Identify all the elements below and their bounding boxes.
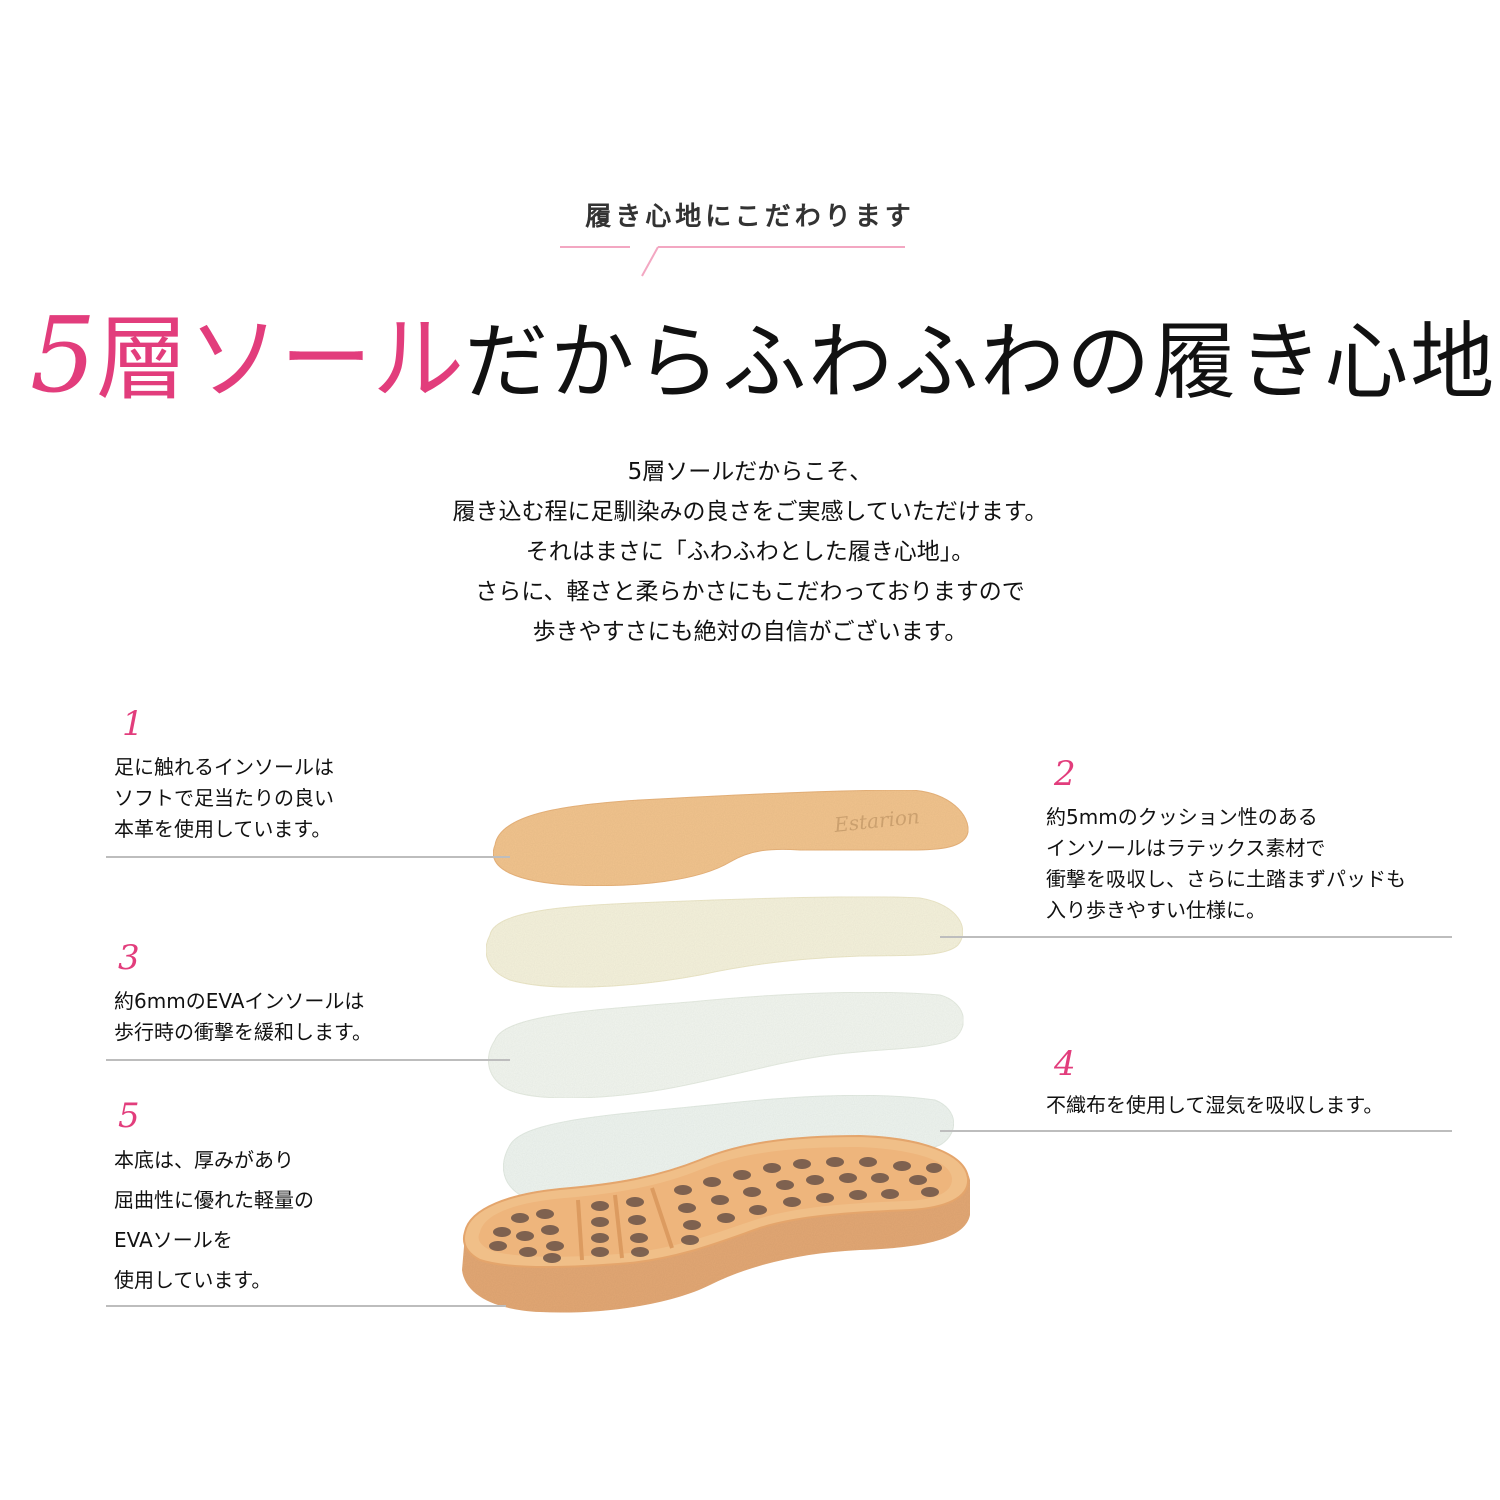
headline-pink: 5層ソール bbox=[30, 300, 465, 413]
layer-5-number: 5 bbox=[118, 1096, 140, 1136]
layer-4-leader-line bbox=[940, 1130, 1452, 1132]
layer-1-line: ソフトで足当たりの良い bbox=[114, 786, 334, 810]
layer-1-description: 足に触れるインソールは ソフトで足当たりの良い 本革を使用しています。 bbox=[114, 752, 334, 845]
layer-5-line: 屈曲性に優れた軽量の bbox=[114, 1188, 314, 1212]
layer-5-eva-outsole bbox=[462, 1134, 970, 1313]
layer-2-line: 約5mmのクッション性のある bbox=[1046, 805, 1318, 829]
layer-2-number: 2 bbox=[1054, 754, 1076, 794]
intro-line: さらに、軽さと柔らかさにもこだわっておりますので bbox=[475, 579, 1025, 605]
layer-3-description: 約6mmのEVAインソールは 歩行時の衝撃を緩和します。 bbox=[114, 986, 372, 1048]
layer-3-number: 3 bbox=[118, 938, 140, 978]
layer-1-number: 1 bbox=[122, 704, 144, 744]
layer-2-line: 入り歩きやすい仕様に。 bbox=[1046, 898, 1266, 922]
layer-2-line: 衝撃を吸収し、さらに土踏まずパッドも bbox=[1046, 867, 1406, 891]
layer-2-latex-cushion bbox=[485, 896, 964, 988]
layer-3-line: 歩行時の衝撃を緩和します。 bbox=[114, 1020, 372, 1044]
layer-2-leader-line bbox=[940, 936, 1452, 938]
layer-1-line: 足に触れるインソールは bbox=[114, 755, 334, 779]
intro-line: それはまさに「ふわふわとした履き心地」。 bbox=[525, 539, 975, 565]
layer-4-description: 不織布を使用して湿気を吸収します。 bbox=[1046, 1090, 1383, 1121]
layer-5-line: 本底は、厚みがあり bbox=[114, 1148, 294, 1172]
intro-paragraph: 5層ソールだからこそ、 履き込む程に足馴染みの良さをご実感していただけます。 そ… bbox=[0, 452, 1500, 652]
layer-5-line: 使用しています。 bbox=[114, 1268, 272, 1292]
layer-5-line: EVAソールを bbox=[114, 1228, 233, 1252]
layer-1-leather-insole: Estarion bbox=[492, 789, 969, 887]
intro-line: 履き込む程に足馴染みの良さをご実感していただけます。 bbox=[452, 499, 1048, 525]
headline-digit: 5 bbox=[30, 294, 97, 416]
sole-diagram-icon: Estarion bbox=[462, 789, 970, 1313]
layer-4-line: 不織布を使用して湿気を吸収します。 bbox=[1046, 1093, 1384, 1117]
eyebrow-title: 履き心地にこだわります bbox=[585, 202, 915, 232]
layer-5-leader-line bbox=[106, 1305, 506, 1307]
layer-1-line: 本革を使用しています。 bbox=[114, 817, 332, 841]
layer-3-leader-line bbox=[106, 1059, 510, 1061]
layer-4-number: 4 bbox=[1054, 1044, 1076, 1084]
layer-1-leader-line bbox=[106, 856, 510, 858]
headline-pink-text: 層ソール bbox=[96, 306, 465, 413]
headline-dark-text: だからふわふわの履き心地 bbox=[464, 313, 1497, 411]
layer-2-description: 約5mmのクッション性のある インソールはラテックス素材で 衝撃を吸収し、さらに… bbox=[1046, 802, 1406, 926]
eyebrow-underline-decoration bbox=[560, 246, 905, 277]
layer-3-eva-insole bbox=[487, 991, 964, 1099]
intro-line: 歩きやすさにも絶対の自信がございます。 bbox=[532, 619, 968, 645]
layer-2-line: インソールはラテックス素材で bbox=[1046, 836, 1326, 860]
page-headline: 5層ソールだからふわふわの履き心地 bbox=[30, 300, 1496, 441]
intro-line: 5層ソールだからこそ、 bbox=[627, 459, 873, 485]
layer-5-description: 本底は、厚みがあり 屈曲性に優れた軽量の EVAソールを 使用しています。 bbox=[114, 1140, 314, 1300]
layer-3-line: 約6mmのEVAインソールは bbox=[114, 989, 365, 1013]
